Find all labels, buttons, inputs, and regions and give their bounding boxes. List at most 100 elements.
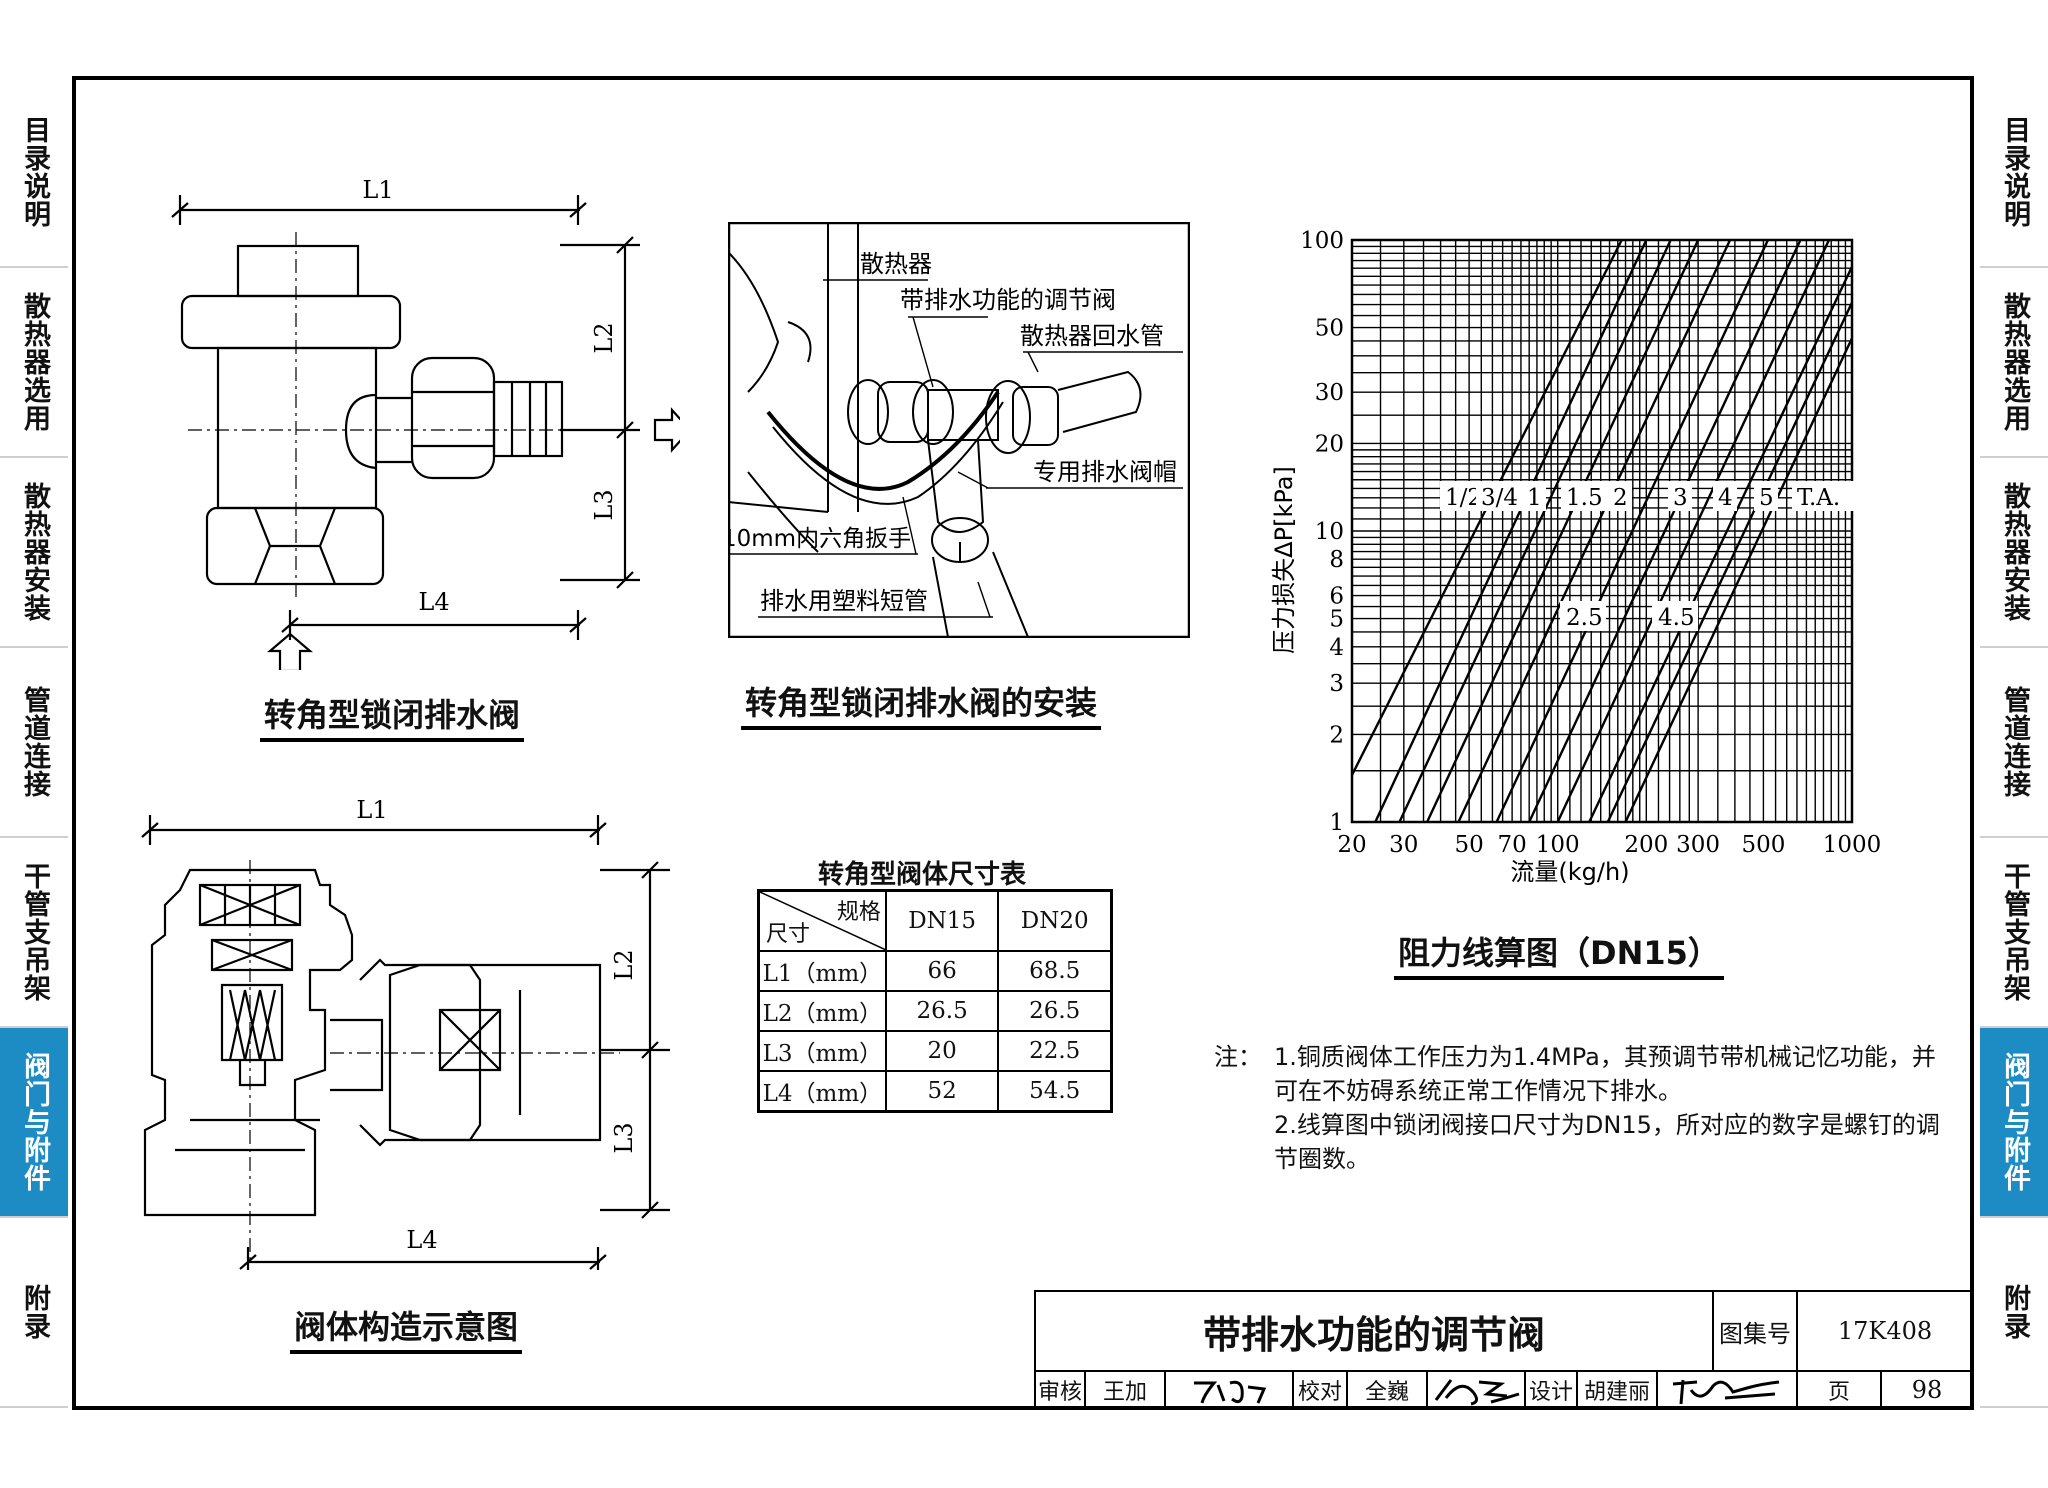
side-tab-toc-right[interactable]: 目录说明: [1980, 78, 2048, 268]
side-tab-toc[interactable]: 目录说明: [0, 78, 68, 268]
designer-name: 胡建丽: [1576, 1370, 1658, 1410]
series-label: 3: [1673, 485, 1688, 511]
installation-illustration: 散热器 带排水功能的调节阀 散热器回水管 专用排水阀帽 10mm内六角扳手 排水…: [728, 222, 1190, 638]
series-label: 4.5: [1658, 605, 1695, 631]
side-tab-valves-right[interactable]: 阀门与附件: [1980, 1028, 2048, 1218]
side-tab-appendix[interactable]: 附录: [0, 1218, 68, 1408]
series-label-bg: [1522, 481, 1546, 511]
series-label: 1.5: [1566, 485, 1603, 511]
series-line-2_5: [1495, 239, 1770, 823]
side-tab-radiator-install[interactable]: 散热器安装: [0, 458, 68, 648]
chart-title: 阻力线算图（DN15）: [1394, 928, 1724, 980]
side-tab-valves[interactable]: 阀门与附件: [0, 1028, 68, 1218]
notes: 注： 1.铜质阀体工作压力为1.4MPa，其预调节带机械记忆功能，并可在不妨碍系…: [1214, 1040, 1954, 1176]
angle-valve-drawing: L1 L2 L3 L4: [171, 176, 680, 670]
side-tab-pipe-connection[interactable]: 管道连接: [0, 648, 68, 838]
atlas-number: 17K408: [1796, 1290, 1974, 1372]
x-tick-label: 200: [1624, 832, 1668, 858]
callout-return-pipe: 散热器回水管: [1020, 322, 1164, 350]
table-cell: 22.5: [997, 1030, 1113, 1072]
page-number: 98: [1880, 1370, 1974, 1410]
series-label-bg: [1792, 481, 1858, 511]
chart-y-label: 压力损失ΔP[kPa]: [1270, 466, 1298, 654]
fig2-caption: 转角型锁闭排水阀的安装: [741, 678, 1102, 730]
side-tab-pipe-hangers[interactable]: 干管支吊架: [0, 838, 68, 1028]
series-label-bg: [1608, 481, 1632, 511]
series-line-4_5: [1588, 266, 1854, 823]
side-tab-radiator-install-right[interactable]: 散热器安装: [1980, 458, 2048, 648]
chart-plot-border: [1350, 238, 1854, 824]
x-tick-label: 500: [1741, 832, 1785, 858]
table-corner-bottom: 尺寸: [766, 922, 811, 947]
page-label: 页: [1796, 1370, 1882, 1410]
table-cell: 26.5: [997, 990, 1113, 1032]
size-table-title: 转角型阀体尺寸表: [818, 860, 1027, 890]
table-row-label: L1（mm）: [757, 950, 887, 992]
x-tick-label: 20: [1337, 832, 1366, 858]
series-label: 1: [1527, 485, 1542, 511]
y-tick-label: 100: [1300, 228, 1344, 254]
series-line-T_A_: [1624, 337, 1854, 823]
side-tab-radiator-selection-right[interactable]: 散热器选用: [1980, 268, 2048, 458]
table-corner-cell: 规格 尺寸: [757, 889, 887, 952]
table-cell: 20: [884, 1030, 1000, 1072]
chart-grid: [1350, 238, 1854, 824]
series-label: 5: [1759, 485, 1774, 511]
atlas-label: 图集号: [1712, 1290, 1798, 1372]
table-cell: 68.5: [997, 950, 1113, 992]
series-label: T.A.: [1797, 485, 1840, 511]
table-header-row: 规格 尺寸 DN15 DN20: [757, 889, 1113, 952]
chart-x-label: 流量(kg/h): [1510, 858, 1629, 886]
table-row-label: L3（mm）: [757, 1030, 887, 1072]
side-tab-pipe-connection-right[interactable]: 管道连接: [1980, 648, 2048, 838]
series-line-2: [1457, 239, 1732, 823]
table-cell: 54.5: [997, 1070, 1113, 1113]
callout-plastic-pipe: 排水用塑料短管: [760, 587, 928, 615]
side-tab-appendix-right[interactable]: 附录: [1980, 1218, 2048, 1408]
reviewer-name: 王加: [1084, 1370, 1166, 1410]
series-label: 2: [1613, 485, 1628, 511]
series-line-4: [1556, 239, 1831, 823]
x-tick-label: 70: [1497, 832, 1526, 858]
check-label: 校对: [1292, 1370, 1348, 1410]
side-tab-pipe-hangers-right[interactable]: 干管支吊架: [1980, 838, 2048, 1028]
fig1-label-l2: L2: [590, 322, 618, 353]
y-tick-label: 50: [1315, 316, 1344, 342]
y-tick-label: 2: [1329, 722, 1344, 748]
reviewer-signature: [1164, 1370, 1294, 1410]
y-tick-label: 30: [1315, 380, 1344, 406]
drawing-title: 带排水功能的调节阀: [1034, 1290, 1714, 1372]
series-line-5: [1606, 301, 1854, 823]
table-cell: 52: [884, 1070, 1000, 1113]
designer-signature: [1656, 1370, 1798, 1410]
callout-hex-wrench: 10mm内六角扳手: [728, 526, 911, 552]
note-item: 2.线算图中锁闭阀接口尺寸为DN15，所对应的数字是螺钉的调节圈数。: [1214, 1108, 1954, 1176]
table-cell: 26.5: [884, 990, 1000, 1032]
y-tick-label: 4: [1329, 635, 1344, 661]
table-row-label: L2（mm）: [757, 990, 887, 1032]
series-label: 4: [1718, 485, 1733, 511]
drawing-frame: [72, 76, 1974, 1410]
y-tick-label: 5: [1329, 607, 1344, 633]
design-label: 设计: [1524, 1370, 1578, 1410]
series-label-bg: [1754, 481, 1778, 511]
side-tabs-left: 目录说明 散热器选用 散热器安装 管道连接 干管支吊架 阀门与附件 附录: [0, 78, 68, 1408]
y-tick-label: 6: [1329, 584, 1344, 610]
fig3-label-l3: L3: [610, 1122, 638, 1153]
series-label: 1/2: [1445, 485, 1482, 511]
series-label: 2.5: [1566, 605, 1603, 631]
note-item: 注： 1.铜质阀体工作压力为1.4MPa，其预调节带机械记忆功能，并可在不妨碍系…: [1214, 1040, 1954, 1108]
series-label-bg: [1668, 481, 1692, 511]
side-tabs-right: 目录说明 散热器选用 散热器安装 管道连接 干管支吊架 阀门与附件 附录: [1980, 78, 2048, 1408]
fig3-label-l2: L2: [610, 949, 638, 980]
x-tick-label: 30: [1389, 832, 1418, 858]
side-tab-radiator-selection[interactable]: 散热器选用: [0, 268, 68, 458]
fig3-caption: 阀体构造示意图: [290, 1302, 523, 1354]
